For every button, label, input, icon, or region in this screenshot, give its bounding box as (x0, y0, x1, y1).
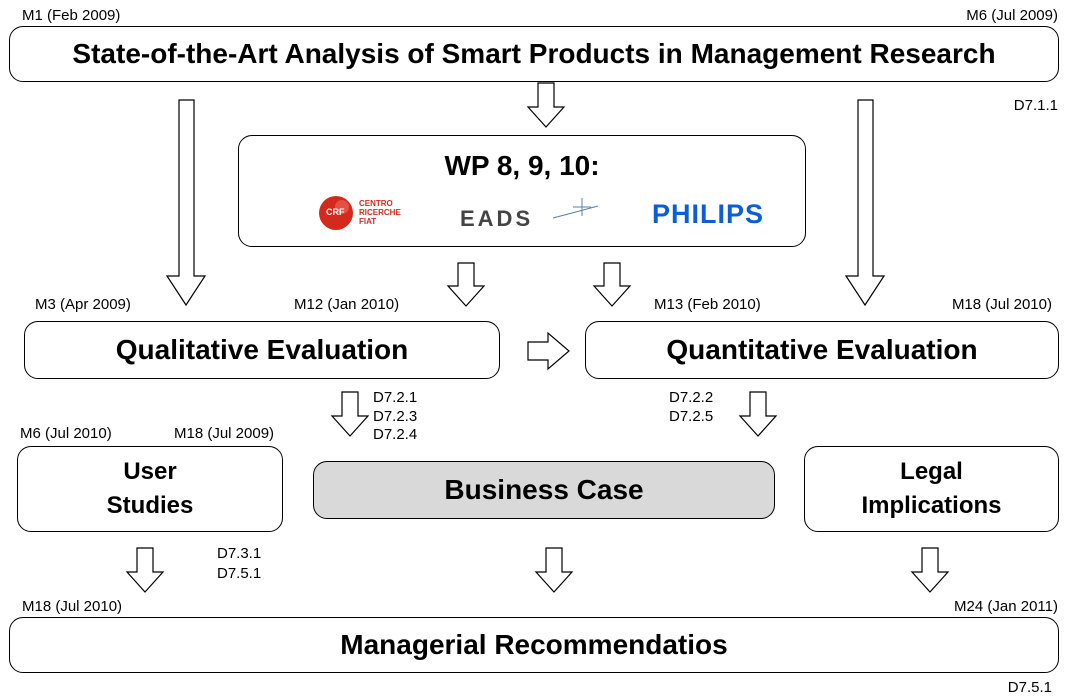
business-case-box: Business Case (313, 461, 775, 519)
managerial-deliverable: D7.5.1 (1007, 679, 1052, 696)
state-of-the-art-title: State-of-the-Art Analysis of Smart Produ… (72, 38, 996, 69)
user-studies-box: User Studies (17, 446, 283, 532)
user-studies-deliverables: D7.3.1 D7.5.1 (217, 544, 261, 584)
managerial-end-date: M24 (Jan 2011) (954, 598, 1058, 615)
arrow-wp-to-qualitative (446, 262, 486, 307)
legal-implications-title-line2: Implications (861, 492, 1002, 519)
arrow-legal-to-managerial (910, 547, 950, 593)
crf-logo: CRF CENTRO RICERCHE FIAT (316, 193, 426, 231)
crf-badge-text: CRF (326, 207, 345, 217)
legal-implications-title-line1: Legal (900, 458, 963, 485)
top-box-deliverable: D7.1.1 (1013, 97, 1058, 114)
qualitative-evaluation-title: Qualitative Evaluation (115, 334, 409, 365)
managerial-recommendations-title: Managerial Recommendatios (340, 629, 728, 660)
philips-logo: PHILIPS (652, 199, 765, 229)
top-box-start-date: M1 (Feb 2009) (22, 7, 121, 24)
arrow-qual-to-quant (527, 331, 570, 371)
deliverable-d7-2-5: D7.2.5 (669, 407, 714, 425)
business-case-title: Business Case (444, 474, 644, 505)
arrow-top-to-qualitative (165, 99, 207, 307)
arrow-qual-to-business (330, 391, 370, 437)
qualitative-deliverables: D7.2.1 D7.2.3 D7.2.4 (373, 389, 417, 445)
qualitative-end-date: M12 (Jan 2010) (294, 296, 400, 313)
crf-line-1: CENTRO (359, 199, 393, 208)
quantitative-evaluation-box: Quantitative Evaluation (585, 321, 1059, 379)
crf-badge-icon (319, 196, 353, 230)
arrow-user-to-managerial (125, 547, 165, 593)
user-studies-start-date: M6 (Jul 2010) (20, 425, 112, 442)
wp-title: WP 8, 9, 10: (444, 150, 600, 181)
crf-line-3: FIAT (359, 217, 377, 226)
quantitative-deliverables: D7.2.2 D7.2.5 (669, 389, 713, 426)
arrow-business-to-managerial (534, 547, 574, 593)
quantitative-evaluation-title: Quantitative Evaluation (666, 334, 978, 365)
user-studies-title-line1: User (123, 458, 177, 485)
user-studies-title-line2: Studies (106, 492, 194, 519)
quantitative-end-date: M18 (Jul 2010) (951, 296, 1052, 313)
arrow-wp-to-quantitative (592, 262, 632, 307)
eads-star-icon (552, 198, 599, 219)
qualitative-start-date: M3 (Apr 2009) (35, 296, 131, 313)
crf-line-2: RICERCHE (359, 208, 401, 217)
managerial-start-date: M18 (Jul 2010) (22, 598, 123, 615)
qualitative-evaluation-box: Qualitative Evaluation (24, 321, 500, 379)
eads-logo: EADS (458, 192, 608, 236)
deliverable-d7-2-1: D7.2.1 (373, 389, 418, 406)
top-box-end-date: M6 (Jul 2009) (966, 7, 1058, 24)
deliverable-d7-2-3: D7.2.3 (373, 407, 418, 425)
managerial-recommendations-box: Managerial Recommendatios (9, 617, 1059, 673)
deliverable-d7-2-2: D7.2.2 (669, 389, 714, 406)
legal-implications-box: Legal Implications (804, 446, 1059, 532)
state-of-the-art-box: State-of-the-Art Analysis of Smart Produ… (9, 26, 1059, 82)
quantitative-start-date: M13 (Feb 2010) (654, 296, 761, 313)
deliverable-d7-2-4: D7.2.4 (373, 426, 418, 443)
arrow-top-to-wp (526, 82, 566, 128)
arrow-quant-to-business (738, 391, 778, 437)
user-studies-end-date: M18 (Jul 2009) (174, 425, 275, 442)
deliverable-d7-5-1-user: D7.5.1 (217, 565, 262, 582)
arrow-top-to-quantitative (844, 99, 886, 307)
deliverable-d7-3-1: D7.3.1 (217, 545, 262, 562)
eads-wordmark: EADS (460, 206, 534, 231)
